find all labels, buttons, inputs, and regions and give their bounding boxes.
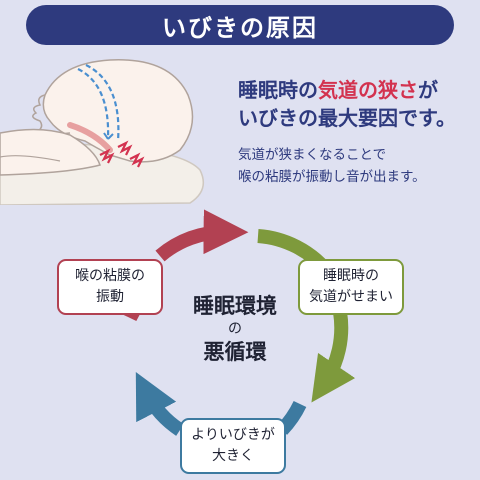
headline-prefix: 睡眠時の (238, 78, 318, 102)
node-text-line-1: 喉の粘膜の (75, 268, 145, 284)
snoring-person-illustration (0, 59, 205, 205)
node-text-line-1: よりいびきが (191, 427, 275, 443)
arrow-snore-to-vibration (135, 372, 185, 436)
explanation-line-1: 気道が狭まくなることで (238, 147, 387, 163)
headline-line-2: いびきの最大要因です。 (238, 106, 456, 130)
cycle-center-line-1: 睡眠環境 (193, 294, 277, 318)
cycle-center-label: 睡眠環境 の 悪循環 (170, 292, 300, 366)
headline-highlight: 気道の狭さ (318, 78, 418, 102)
headline-suffix: が (418, 78, 438, 102)
cycle-node-narrow-airway: 睡眠時の 気道がせまい (298, 259, 404, 315)
node-text-line-2: 気道がせまい (309, 289, 393, 305)
explanation-line-2: 喉の粘膜が振動し音が出ます。 (238, 169, 426, 185)
headline-line-1: 睡眠時の気道の狭さが (238, 76, 474, 104)
arrow-vibration-to-airway (155, 209, 249, 262)
explanation-text: 気道が狭まくなることで 喉の粘膜が振動し音が出ます。 (238, 144, 474, 188)
node-text-line-2: 大きく (212, 448, 254, 464)
section-title-banner: いびきの原因 (26, 5, 454, 45)
node-text-line-1: 睡眠時の (323, 268, 379, 284)
cycle-center-line-2: の (228, 321, 242, 337)
node-text-line-2: 振動 (96, 289, 124, 305)
cause-description: 睡眠時の気道の狭さが いびきの最大要因です。 気道が狭まくなることで 喉の粘膜が… (238, 76, 474, 188)
section-title: いびきの原因 (162, 13, 318, 42)
arrow-airway-to-snore (311, 310, 356, 403)
cycle-node-throat-vibration: 喉の粘膜の 振動 (57, 259, 163, 315)
cycle-center-line-3: 悪循環 (203, 340, 267, 364)
cycle-node-louder-snoring: よりいびきが 大きく (180, 418, 286, 474)
